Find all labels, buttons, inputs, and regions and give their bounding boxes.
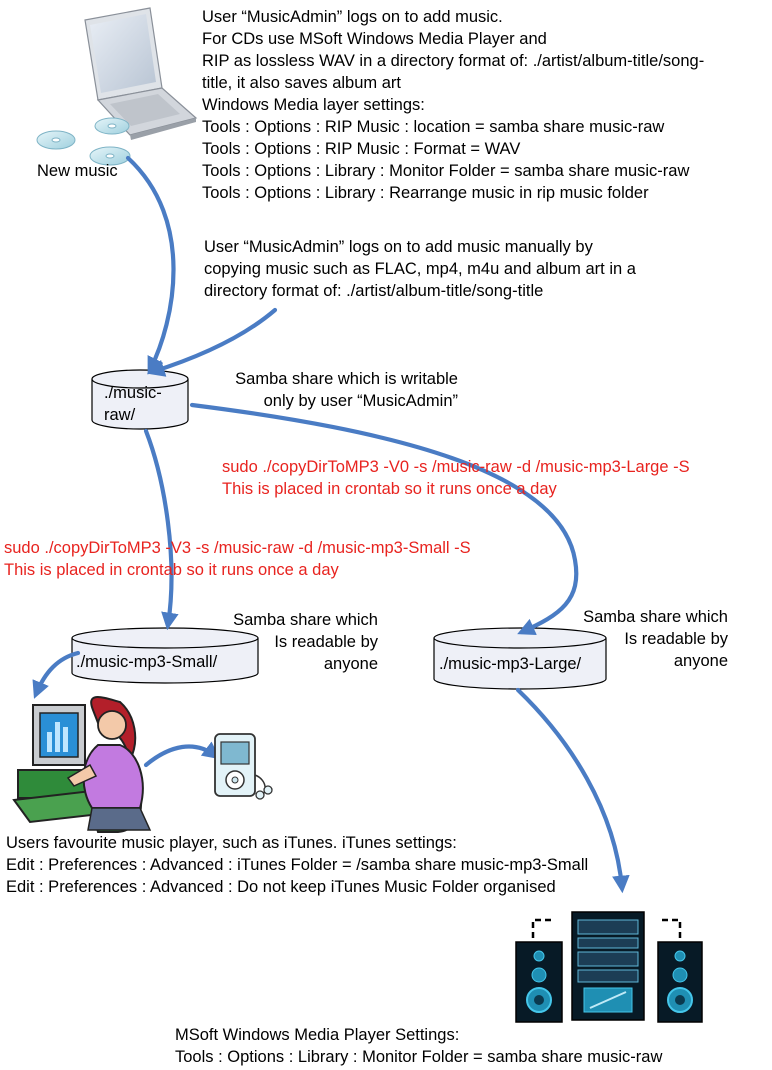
small-desc-line3: anyone xyxy=(323,655,378,673)
arrow-user-to-player xyxy=(143,741,221,768)
intro-line: Tools : Options : Library : Rearrange mu… xyxy=(202,184,649,202)
manual-line: directory format of: ./artist/album-titl… xyxy=(204,282,544,300)
intro-line: RIP as lossless WAV in a directory forma… xyxy=(202,52,705,70)
arrow-manual-to-raw xyxy=(146,307,278,377)
itunes-line: Edit : Preferences : Advanced : Do not k… xyxy=(6,878,556,896)
intro-line: Windows Media layer settings: xyxy=(202,96,425,114)
intro-line: User “MusicAdmin” logs on to add music. xyxy=(202,8,503,26)
intro-line: Tools : Options : RIP Music : Format = W… xyxy=(202,140,521,158)
small-share-cylinder xyxy=(71,627,259,684)
intro-line: For CDs use MSoft Windows Media Player a… xyxy=(202,30,547,48)
intro-line: title, it also saves album art xyxy=(202,74,401,92)
itunes-settings-text: Users favourite music player, such as iT… xyxy=(6,832,588,898)
manual-line: copying music such as FLAC, mp4, m4u and… xyxy=(204,260,636,278)
wmp-line: MSoft Windows Media Player Settings: xyxy=(175,1026,460,1044)
large-command-line: sudo ./copyDirToMP3 -V0 -s /music-raw -d… xyxy=(222,458,690,476)
intro-text: User “MusicAdmin” logs on to add music. … xyxy=(202,6,704,204)
cd-icon xyxy=(36,117,131,166)
wmp-settings-text: MSoft Windows Media Player Settings: Too… xyxy=(175,1024,662,1068)
large-desc-line3: anyone xyxy=(673,652,728,670)
large-command-cron-note: This is placed in crontab so it runs onc… xyxy=(222,480,557,498)
mp3-player-icon xyxy=(214,733,273,800)
large-share-description: Samba share which Is readable by anyone xyxy=(560,606,728,672)
raw-share-description: Samba share which is writable only by us… xyxy=(190,368,458,412)
small-command-line: sudo ./copyDirToMP3 -V3 -s /music-raw -d… xyxy=(4,539,471,557)
stereo-system-icon xyxy=(515,911,703,1023)
intro-line: Tools : Options : RIP Music : location =… xyxy=(202,118,665,136)
itunes-line: Users favourite music player, such as iT… xyxy=(6,834,457,852)
user-at-computer-icon xyxy=(12,696,152,833)
new-music-label: New music xyxy=(37,162,118,180)
small-desc-line2: Is readable by xyxy=(274,633,378,651)
raw-desc-line1: Samba share which is writable xyxy=(235,370,458,388)
raw-share-label-line2: raw/ xyxy=(104,406,136,424)
small-desc-line1: Samba share which xyxy=(233,611,378,629)
arrow-new-music-to-raw xyxy=(125,155,176,375)
large-share-cylinder xyxy=(433,627,607,690)
wmp-line: Tools : Options : Library : Monitor Fold… xyxy=(175,1048,663,1066)
small-command-cron-note: This is placed in crontab so it runs onc… xyxy=(4,561,339,579)
arrow-large-to-stereo xyxy=(515,687,630,894)
arrow-small-to-user xyxy=(32,650,81,699)
itunes-line: Edit : Preferences : Advanced : iTunes F… xyxy=(6,856,589,874)
large-share-label: ./music-mp3-Large/ xyxy=(439,655,582,673)
arrow-raw-to-large xyxy=(189,402,579,636)
large-desc-line1: Samba share which xyxy=(583,608,728,626)
small-share-description: Samba share which Is readable by anyone xyxy=(210,609,378,675)
manual-line: User “MusicAdmin” logs on to add music m… xyxy=(204,238,593,256)
large-command-text: sudo ./copyDirToMP3 -V0 -s /music-raw -d… xyxy=(222,456,690,500)
small-command-text: sudo ./copyDirToMP3 -V3 -s /music-raw -d… xyxy=(4,537,471,581)
raw-desc-line2: only by user “MusicAdmin” xyxy=(263,392,458,410)
raw-share-label-line1: ./music- xyxy=(104,384,162,402)
large-desc-line2: Is readable by xyxy=(624,630,728,648)
manual-copy-text: User “MusicAdmin” logs on to add music m… xyxy=(204,236,636,302)
small-share-label: ./music-mp3-Small/ xyxy=(76,653,218,671)
raw-share-label: ./music- raw/ xyxy=(104,382,162,426)
intro-line: Tools : Options : Library : Monitor Fold… xyxy=(202,162,690,180)
arrow-raw-to-small xyxy=(143,428,179,631)
